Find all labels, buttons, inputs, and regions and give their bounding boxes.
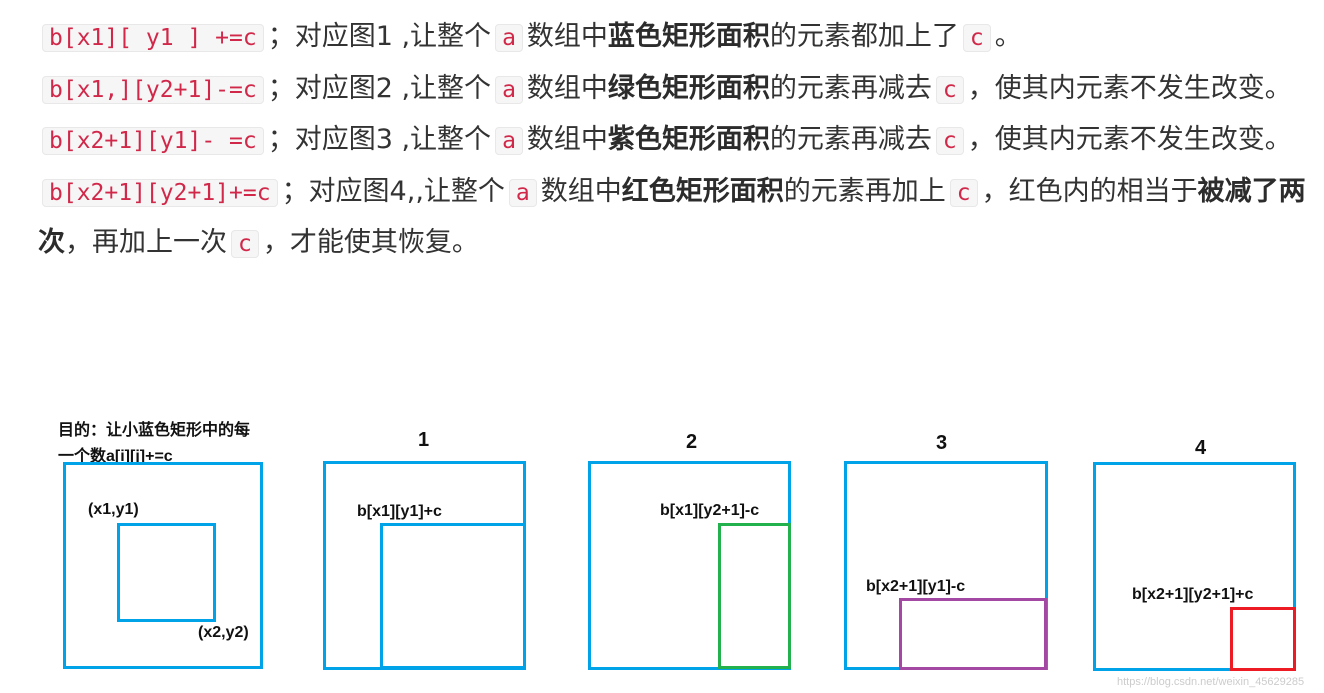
inline-code: a <box>495 24 523 52</box>
text: 数组中 <box>526 21 608 52</box>
bold-text: 绿色矩形面积 <box>607 72 770 104</box>
panel-number: 3 <box>936 432 948 454</box>
text: 的元素都加上了 <box>769 21 959 52</box>
outer-rect-0 <box>63 462 263 669</box>
goal-text: 目的：让小蓝色矩形中的每 <box>58 422 251 439</box>
op-label: b[x2+1][y2+1]+c <box>1132 586 1254 603</box>
text: ；对应图2 ,让整个 <box>267 72 492 104</box>
bold-text: 被减了两次 <box>38 175 1306 259</box>
inline-code: c <box>231 230 259 258</box>
text: 数组中 <box>526 72 608 104</box>
inline-code: b[x2+1][y2+1]+=c <box>42 178 278 207</box>
inline-code: a <box>495 75 523 104</box>
text: ，使其内元素不发生改变。 <box>967 72 1292 104</box>
inline-code: b[x2+1][y1]- =c <box>42 127 264 155</box>
inline-code: c <box>949 178 978 207</box>
text: ，使其内元素不发生改变。 <box>967 124 1292 155</box>
red-rect <box>1230 607 1296 671</box>
inline-code: c <box>935 75 964 104</box>
blue-rect <box>380 523 526 669</box>
inline-code: c <box>962 24 991 52</box>
text: 的元素再加上 <box>783 175 946 207</box>
purple-rect <box>899 598 1047 670</box>
target-rect <box>117 523 216 622</box>
bold-text: 红色矩形面积 <box>621 175 784 207</box>
outer-rect-4 <box>1093 462 1296 671</box>
text: ，再加上一次 <box>65 227 227 258</box>
text: ；对应图3 ,让整个 <box>267 124 492 155</box>
goal-text: 一个数a[i][j]+=c <box>58 448 173 465</box>
green-rect <box>718 523 791 669</box>
text: ，才能使其恢复。 <box>262 227 479 258</box>
inline-code: a <box>508 178 537 207</box>
watermark: https://blog.csdn.net/weixin_45629285 <box>1117 676 1305 688</box>
panel-number: 4 <box>1195 437 1207 459</box>
bold-text: 紫色矩形面积 <box>607 124 770 155</box>
inline-code: c <box>935 127 964 155</box>
panel-number: 1 <box>418 429 430 451</box>
op-label: b[x1][y1]+c <box>357 503 442 520</box>
point-label: (x1,y1) <box>88 501 139 518</box>
inline-code: a <box>495 127 523 155</box>
point-label: (x2,y2) <box>198 624 249 641</box>
panel-number: 2 <box>686 431 698 453</box>
text: 的元素再减去 <box>769 124 932 155</box>
text: ；对应图1 ,让整个 <box>267 21 492 52</box>
text: ，红色内的相当于 <box>981 175 1198 207</box>
inline-code: b[x1][ y1 ] +=c <box>42 24 264 52</box>
op-label: b[x2+1][y1]-c <box>866 578 966 595</box>
text: 数组中 <box>526 124 608 155</box>
text: 数组中 <box>540 175 622 207</box>
text: 。 <box>994 21 1022 52</box>
inline-code: b[x1,][y2+1]-=c <box>42 75 264 104</box>
bold-text: 蓝色矩形面积 <box>607 21 770 52</box>
text: 的元素再减去 <box>769 72 932 104</box>
text: ；对应图4,,让整个 <box>281 175 505 207</box>
op-label: b[x1][y2+1]-c <box>660 502 760 519</box>
